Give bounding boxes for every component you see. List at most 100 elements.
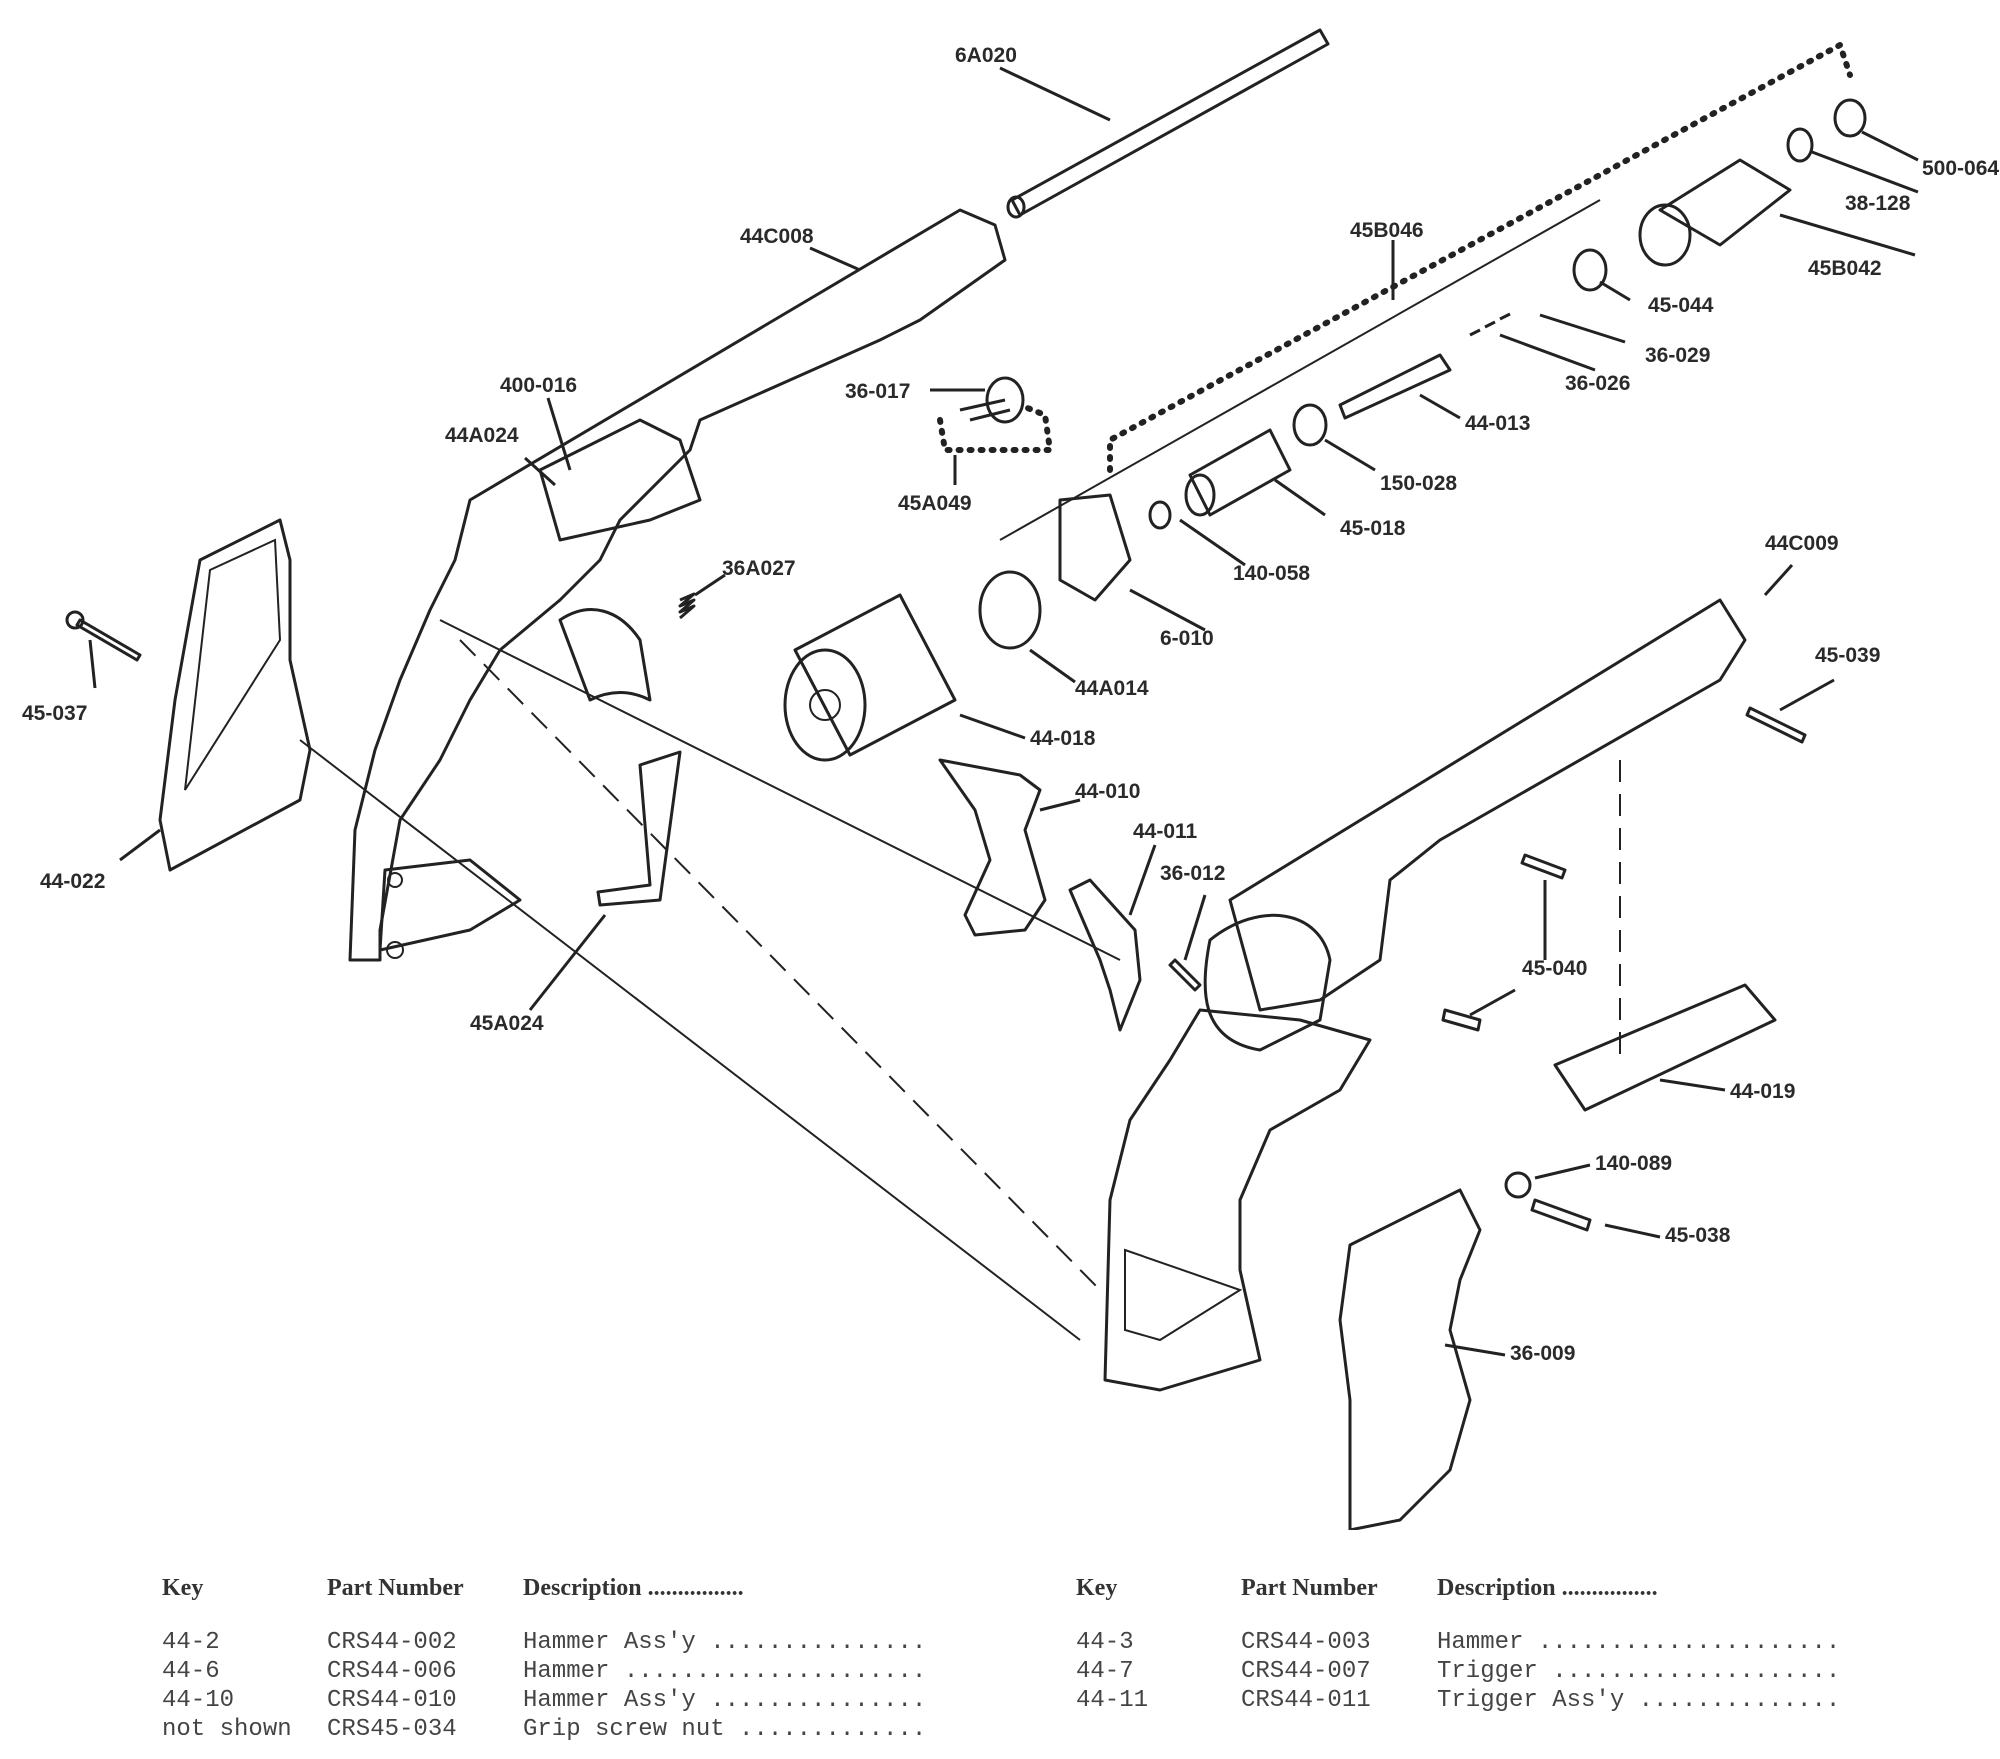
cylinder-part xyxy=(783,593,957,762)
part-label: 44A024 xyxy=(445,424,519,447)
table-row: 44-2 CRS44-002 Hammer Ass'y ............… xyxy=(162,1628,933,1657)
assembly-axis-line xyxy=(439,619,1121,961)
cell-description: Trigger .................... xyxy=(1437,1658,1841,1685)
assembly-group-outline xyxy=(1107,40,1853,473)
cell-key: 44-3 xyxy=(1076,1629,1134,1656)
cell-description: Trigger Ass'y .............. xyxy=(1437,1687,1841,1714)
table-header-row: Key Part Number Description ............… xyxy=(1076,1575,1847,1628)
assembly-axis-line xyxy=(459,639,1101,1291)
assembly-group-outline xyxy=(937,402,1054,453)
assembly-axis-line xyxy=(299,739,1081,1341)
table-row: 44-11 CRS44-011 Trigger Ass'y ..........… xyxy=(1076,1686,1847,1715)
cell-part-number: CRS44-006 xyxy=(327,1658,457,1685)
part-label: 6-010 xyxy=(1160,627,1214,650)
cell-key: 44-6 xyxy=(162,1658,220,1685)
part-label: 45-037 xyxy=(22,702,87,725)
cell-key: 44-7 xyxy=(1076,1658,1134,1685)
assembly-axis-line xyxy=(999,199,1601,541)
frame-screw-part xyxy=(1745,706,1807,744)
part-label: 36-026 xyxy=(1565,372,1630,395)
left-grip-panel xyxy=(158,518,312,872)
cell-description: Hammer Ass'y ............... xyxy=(523,1629,927,1656)
cell-description: Hammer ..................... xyxy=(1437,1629,1841,1656)
table-row: 44-6 CRS44-006 Hammer ..................… xyxy=(162,1657,933,1686)
right-grip-panel xyxy=(1338,1188,1482,1530)
trigger-pin-part xyxy=(1168,958,1202,992)
part-label: 44C009 xyxy=(1765,532,1839,555)
reservoir-cap-part xyxy=(1638,158,1792,267)
cell-part-number: CRS44-007 xyxy=(1241,1658,1371,1685)
column-header-description: Description ................ xyxy=(1437,1575,1658,1601)
cell-key: 44-11 xyxy=(1076,1687,1149,1714)
hammer-pivot-part xyxy=(959,376,1025,424)
part-label: 45-039 xyxy=(1815,644,1880,667)
column-header-key: Key xyxy=(162,1575,204,1601)
part-label: 44-019 xyxy=(1730,1080,1795,1103)
part-label: 44-022 xyxy=(40,870,105,893)
cell-key: 44-2 xyxy=(162,1629,220,1656)
part-label: 6A020 xyxy=(955,44,1017,67)
leader-lines xyxy=(88,66,1919,1357)
part-label: 44A014 xyxy=(1075,677,1149,700)
part-label: 45B042 xyxy=(1808,257,1882,280)
part-label: 500-064 xyxy=(1922,157,1999,180)
table-row: not shown CRS45-034 Grip screw nut .....… xyxy=(162,1715,933,1744)
exploded-parts-diagram: 6A020 500-064 38-128 45B042 45B046 44C00… xyxy=(22,28,1999,1530)
part-label: 44-018 xyxy=(1030,727,1096,750)
breech-plug-part xyxy=(1184,428,1292,517)
part-label: 36-029 xyxy=(1645,344,1710,367)
cell-part-number: CRS44-010 xyxy=(327,1687,457,1714)
grip-nut-part xyxy=(1504,1171,1532,1199)
part-label: 140-089 xyxy=(1595,1152,1672,1175)
cell-part-number: CRS45-034 xyxy=(327,1716,457,1743)
grip-screw-part xyxy=(1530,1198,1592,1232)
trigger-part xyxy=(1068,878,1142,1032)
part-label: 45A049 xyxy=(898,492,972,515)
part-label: 400-016 xyxy=(500,374,577,397)
part-label: 44C008 xyxy=(740,225,814,248)
parts-table-left: Key Part Number Description ............… xyxy=(162,1575,933,1744)
cell-key: not shown xyxy=(162,1716,292,1743)
ratchet-ring-part xyxy=(978,570,1042,650)
washer-part xyxy=(1786,127,1814,163)
part-label: 140-058 xyxy=(1233,562,1310,585)
frame-screw-part xyxy=(1441,1008,1482,1032)
frame-right-half xyxy=(1103,598,1747,1392)
part-label: 36-012 xyxy=(1160,862,1225,885)
part-label: 45-038 xyxy=(1665,1224,1731,1247)
part-label: 45-040 xyxy=(1522,957,1587,980)
column-header-description: Description ................ xyxy=(523,1575,744,1601)
valve-stem-part xyxy=(1338,353,1452,420)
part-label: 44-011 xyxy=(1133,820,1198,843)
part-label: 36A027 xyxy=(722,557,796,580)
valve-spring-part xyxy=(1469,312,1511,337)
part-label: 44-010 xyxy=(1075,780,1140,803)
end-nut-part xyxy=(1833,98,1867,138)
column-header-part-number: Part Number xyxy=(327,1575,464,1601)
o-ring-part xyxy=(1292,403,1328,447)
table-row: 44-7 CRS44-007 Trigger .................… xyxy=(1076,1657,1847,1686)
cell-description: Hammer Ass'y ............... xyxy=(523,1687,927,1714)
part-label: 38-128 xyxy=(1845,192,1911,215)
cell-part-number: CRS44-011 xyxy=(1241,1687,1371,1714)
cell-part-number: CRS44-002 xyxy=(327,1629,457,1656)
o-ring-small-part xyxy=(1148,500,1172,530)
frame-screw-part xyxy=(1520,853,1567,880)
hammer-part xyxy=(938,758,1047,937)
barrel-part xyxy=(1006,28,1330,219)
cell-description: Hammer ..................... xyxy=(523,1658,927,1685)
part-label: 36-017 xyxy=(845,380,910,403)
column-header-key: Key xyxy=(1076,1575,1118,1601)
column-header-part-number: Part Number xyxy=(1241,1575,1378,1601)
valve-seat-part xyxy=(1572,248,1608,292)
table-row: 44-10 CRS44-010 Hammer Ass'y ...........… xyxy=(162,1686,933,1715)
table-row: 44-3 CRS44-003 Hammer ..................… xyxy=(1076,1628,1847,1657)
part-label: 150-028 xyxy=(1380,472,1457,495)
table-header-row: Key Part Number Description ............… xyxy=(162,1575,933,1628)
barrel-sleeve-part xyxy=(1553,983,1777,1112)
spring-part xyxy=(678,592,696,620)
parts-table-right: Key Part Number Description ............… xyxy=(1076,1575,1847,1715)
part-label: 44-013 xyxy=(1465,412,1530,435)
part-label: 45B046 xyxy=(1350,219,1424,242)
grip-screw-part xyxy=(65,610,142,662)
